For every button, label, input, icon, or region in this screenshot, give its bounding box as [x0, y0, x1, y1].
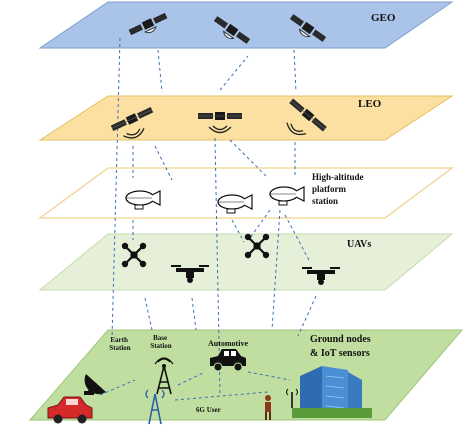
buildings-icon: [292, 366, 372, 418]
user-icon: [265, 395, 271, 420]
leo-label: LEO: [358, 98, 382, 110]
communication-links: [99, 37, 317, 401]
satellite-dish-icon: [84, 374, 106, 395]
user-label: 6G User: [196, 406, 221, 414]
car-icon: [210, 349, 246, 372]
earth-station-label: Earth Station: [109, 336, 131, 352]
small-antenna-icon: [286, 388, 298, 408]
uav-label: UAVs: [347, 239, 371, 250]
cell-tower-icon: [145, 389, 165, 425]
geo-label: GEO: [371, 12, 396, 24]
uav-layer: [38, 233, 454, 291]
leo-satellite-icon: [197, 111, 243, 121]
base-station-tower-icon: [154, 357, 174, 395]
geo-layer: [38, 1, 454, 49]
base-station-label: Base Station: [150, 334, 172, 350]
hap-label: High-altitude platform station: [312, 172, 366, 206]
ground-label: Ground nodes & IoT sensors: [310, 334, 373, 359]
red-car-icon: [47, 396, 93, 424]
leo-layer: [38, 95, 454, 141]
hap-layer: [38, 167, 454, 219]
automotive-label: Automotive: [208, 339, 248, 348]
